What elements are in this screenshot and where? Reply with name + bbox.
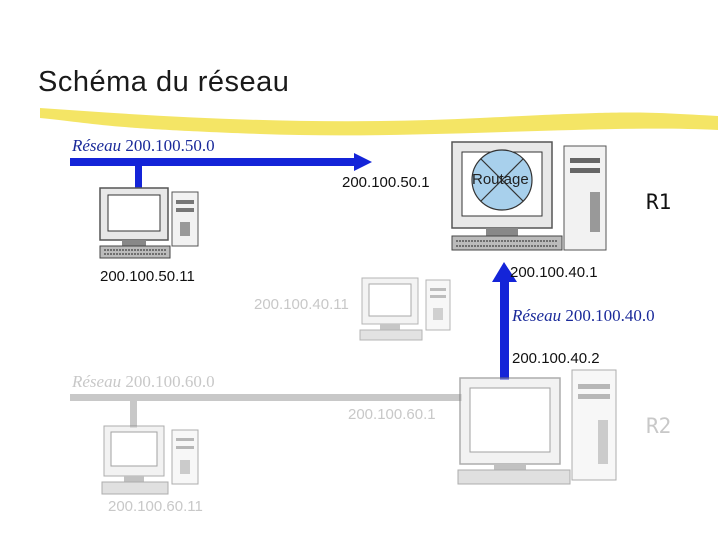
router-r2-name: R2 (646, 414, 672, 438)
network-40-line (492, 262, 517, 380)
network-50-label: Réseau 200.100.50.0 (72, 136, 215, 156)
host-40-computer (359, 277, 451, 341)
network-40-label: Réseau 200.100.40.0 (512, 306, 655, 326)
network-50-address: 200.100.50.0 (125, 136, 215, 155)
network-40-prefix: Réseau (512, 306, 562, 325)
network-40-address: 200.100.40.0 (565, 306, 655, 325)
router-r1-name: R1 (646, 190, 672, 214)
router-r2-computer (457, 369, 617, 485)
host-50-computer (99, 187, 199, 259)
r2-interface-60-ip: 200.100.60.1 (348, 406, 436, 423)
routage-label: Routage (472, 171, 529, 188)
network-50-line (70, 153, 372, 194)
title-underline (40, 108, 718, 136)
network-60-prefix: Réseau (72, 372, 122, 391)
network-50-prefix: Réseau (72, 136, 122, 155)
network-60-line (70, 394, 462, 428)
host-50-ip: 200.100.50.11 (100, 268, 195, 285)
r1-interface-40-ip: 200.100.40.1 (510, 264, 598, 281)
host-60-computer (101, 425, 199, 495)
page-title: Schéma du réseau (38, 66, 290, 98)
routage-icon (471, 149, 533, 211)
r1-interface-50-ip: 200.100.50.1 (342, 174, 430, 191)
network-60-address: 200.100.60.0 (125, 372, 215, 391)
r2-interface-40-ip: 200.100.40.2 (512, 350, 600, 367)
host-40-ip: 200.100.40.11 (254, 296, 349, 313)
host-60-ip: 200.100.60.11 (108, 498, 203, 515)
router-r1-computer (451, 141, 607, 251)
network-60-label: Réseau 200.100.60.0 (72, 372, 215, 392)
